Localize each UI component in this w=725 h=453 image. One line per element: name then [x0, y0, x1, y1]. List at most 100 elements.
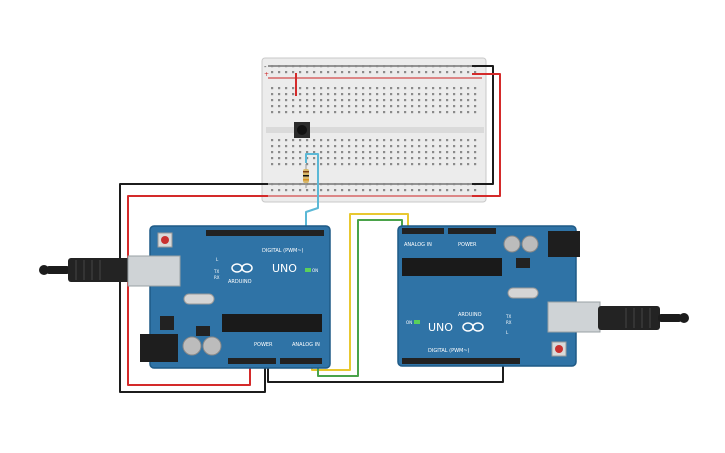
breadboard-hole[interactable] — [432, 65, 435, 68]
breadboard-hole[interactable] — [306, 105, 309, 108]
breadboard-hole[interactable] — [397, 139, 400, 142]
breadboard-hole[interactable] — [334, 71, 337, 74]
breadboard-hole[interactable] — [327, 105, 330, 108]
breadboard-hole[interactable] — [453, 93, 456, 96]
breadboard-hole[interactable] — [439, 139, 442, 142]
breadboard-hole[interactable] — [383, 87, 386, 90]
breadboard-hole[interactable] — [341, 71, 344, 74]
breadboard-hole[interactable] — [334, 139, 337, 142]
breadboard-hole[interactable] — [285, 145, 288, 148]
breadboard-hole[interactable] — [334, 151, 337, 154]
breadboard-hole[interactable] — [341, 93, 344, 96]
breadboard-hole[interactable] — [467, 87, 470, 90]
breadboard-hole[interactable] — [411, 163, 414, 166]
breadboard-hole[interactable] — [313, 145, 316, 148]
breadboard-hole[interactable] — [334, 111, 337, 114]
breadboard-hole[interactable] — [341, 183, 344, 186]
breadboard-hole[interactable] — [383, 145, 386, 148]
breadboard-hole[interactable] — [327, 111, 330, 114]
breadboard-hole[interactable] — [397, 87, 400, 90]
breadboard-hole[interactable] — [383, 139, 386, 142]
breadboard-hole[interactable] — [299, 99, 302, 102]
breadboard-hole[interactable] — [285, 87, 288, 90]
breadboard-hole[interactable] — [306, 157, 309, 160]
breadboard-hole[interactable] — [313, 99, 316, 102]
breadboard-hole[interactable] — [313, 151, 316, 154]
breadboard-hole[interactable] — [285, 183, 288, 186]
breadboard-hole[interactable] — [383, 157, 386, 160]
breadboard-hole[interactable] — [320, 87, 323, 90]
breadboard-hole[interactable] — [383, 151, 386, 154]
breadboard-hole[interactable] — [341, 111, 344, 114]
breadboard-hole[interactable] — [271, 93, 274, 96]
breadboard-hole[interactable] — [278, 145, 281, 148]
breadboard-hole[interactable] — [306, 189, 309, 192]
breadboard-hole[interactable] — [355, 93, 358, 96]
breadboard-hole[interactable] — [271, 99, 274, 102]
breadboard-hole[interactable] — [376, 163, 379, 166]
wire-black-rail[interactable] — [472, 65, 494, 185]
breadboard-hole[interactable] — [348, 145, 351, 148]
breadboard-hole[interactable] — [278, 105, 281, 108]
breadboard-hole[interactable] — [313, 111, 316, 114]
breadboard-hole[interactable] — [453, 189, 456, 192]
breadboard-hole[interactable] — [271, 189, 274, 192]
arduino-uno-right[interactable]: UNO ARDUINO ON TX RX L DIGITAL (PWM~) PO… — [397, 225, 601, 367]
breadboard-hole[interactable] — [306, 99, 309, 102]
breadboard-hole[interactable] — [376, 139, 379, 142]
breadboard-hole[interactable] — [285, 157, 288, 160]
breadboard-hole[interactable] — [334, 105, 337, 108]
breadboard-hole[interactable] — [474, 145, 477, 148]
breadboard-hole[interactable] — [285, 151, 288, 154]
breadboard-hole[interactable] — [432, 189, 435, 192]
breadboard-hole[interactable] — [474, 139, 477, 142]
breadboard-hole[interactable] — [404, 183, 407, 186]
breadboard-hole[interactable] — [439, 111, 442, 114]
breadboard-hole[interactable] — [474, 157, 477, 160]
breadboard-hole[interactable] — [397, 145, 400, 148]
wire-black-gnd[interactable] — [119, 183, 268, 393]
breadboard-hole[interactable] — [327, 157, 330, 160]
breadboard-hole[interactable] — [404, 151, 407, 154]
pushbutton[interactable] — [294, 122, 310, 138]
breadboard-hole[interactable] — [397, 183, 400, 186]
breadboard-hole[interactable] — [474, 111, 477, 114]
breadboard-hole[interactable] — [446, 145, 449, 148]
breadboard-hole[interactable] — [453, 111, 456, 114]
breadboard-hole[interactable] — [327, 163, 330, 166]
breadboard-hole[interactable] — [327, 189, 330, 192]
breadboard-hole[interactable] — [425, 139, 428, 142]
breadboard-hole[interactable] — [425, 145, 428, 148]
breadboard-hole[interactable] — [439, 93, 442, 96]
breadboard-hole[interactable] — [369, 93, 372, 96]
breadboard-hole[interactable] — [341, 65, 344, 68]
breadboard-hole[interactable] — [467, 65, 470, 68]
breadboard-hole[interactable] — [404, 163, 407, 166]
breadboard-hole[interactable] — [327, 65, 330, 68]
breadboard-hole[interactable] — [397, 93, 400, 96]
breadboard-hole[interactable] — [383, 99, 386, 102]
breadboard-hole[interactable] — [278, 99, 281, 102]
breadboard-hole[interactable] — [348, 157, 351, 160]
breadboard-hole[interactable] — [285, 99, 288, 102]
breadboard-hole[interactable] — [404, 189, 407, 192]
breadboard-hole[interactable] — [369, 151, 372, 154]
breadboard-hole[interactable] — [306, 87, 309, 90]
breadboard-hole[interactable] — [446, 111, 449, 114]
breadboard-hole[interactable] — [467, 189, 470, 192]
breadboard-hole[interactable] — [369, 111, 372, 114]
breadboard-hole[interactable] — [460, 157, 463, 160]
breadboard-hole[interactable] — [299, 111, 302, 114]
breadboard-hole[interactable] — [390, 99, 393, 102]
breadboard-hole[interactable] — [355, 105, 358, 108]
breadboard-hole[interactable] — [334, 99, 337, 102]
breadboard-hole[interactable] — [362, 145, 365, 148]
breadboard-hole[interactable] — [425, 71, 428, 74]
wire-red-5v[interactable] — [127, 195, 268, 386]
breadboard-hole[interactable] — [299, 151, 302, 154]
breadboard-hole[interactable] — [292, 151, 295, 154]
breadboard-hole[interactable] — [362, 71, 365, 74]
breadboard-hole[interactable] — [467, 105, 470, 108]
breadboard-hole[interactable] — [467, 111, 470, 114]
breadboard-hole[interactable] — [383, 93, 386, 96]
